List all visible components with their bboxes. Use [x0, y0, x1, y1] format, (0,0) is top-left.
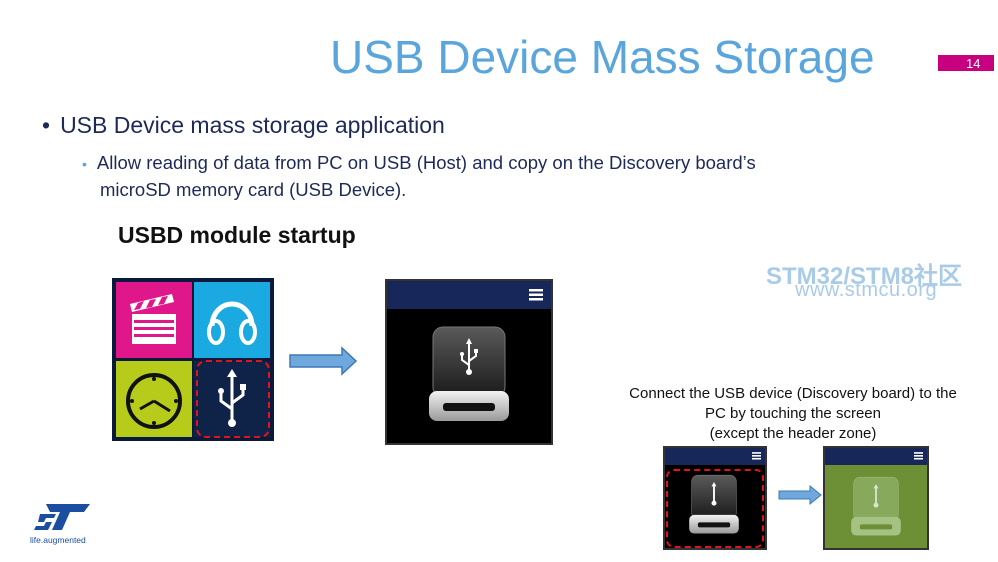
usb-device-screen[interactable]: [385, 279, 553, 445]
screen-header-small: [665, 448, 765, 465]
sub-bullet-dot: •: [82, 156, 87, 172]
watermark-title: STM32/STM8社区: [766, 263, 963, 290]
bullet-2-line-2: microSD memory card (USB Device).: [100, 179, 407, 200]
watermark-url: www.stmcu.org: [795, 279, 938, 301]
clock-tile[interactable]: [116, 361, 192, 437]
hamburger-menu-icon[interactable]: [914, 452, 923, 460]
section-heading: USBD module startup: [118, 222, 356, 248]
hamburger-menu-icon[interactable]: [529, 289, 543, 301]
screen-header-connected: [825, 448, 927, 465]
usb-connected-screen[interactable]: [823, 446, 929, 550]
selection-highlight: [196, 360, 270, 438]
audio-tile[interactable]: [194, 282, 270, 358]
page-number: 14: [966, 56, 981, 71]
usb-drive-icon: [689, 474, 739, 534]
caption-line-2: PC by touching the screen: [705, 405, 881, 422]
logo-tagline: life.augmented: [30, 535, 86, 545]
clock-icon: [126, 373, 182, 429]
headphones-icon: [207, 301, 257, 345]
bullet-level-2: • Allow reading of data from PC on USB (H…: [82, 150, 756, 202]
arrow-right-icon: [289, 346, 358, 376]
touch-zone-highlight: [666, 469, 764, 548]
movie-clapper-icon: [130, 294, 176, 344]
slide-title: USB Device Mass Storage: [330, 31, 875, 83]
caption: Connect the USB device (Discovery board)…: [605, 384, 981, 444]
hamburger-menu-icon[interactable]: [752, 452, 761, 460]
usb-drive-icon: [429, 326, 509, 421]
bullet-dot: •: [42, 112, 51, 138]
app-menu-grid: [112, 278, 274, 441]
screen-header: [387, 281, 551, 309]
movie-tile[interactable]: [116, 282, 192, 358]
usb-tile[interactable]: [194, 361, 270, 437]
page-number-bar: [938, 55, 994, 71]
bullet-level-1: • USB Device mass storage application: [42, 112, 445, 139]
bullet-2-line-1: Allow reading of data from PC on USB (Ho…: [96, 152, 756, 173]
usb-screen-small[interactable]: [663, 446, 767, 550]
caption-line-3: (except the header zone): [709, 425, 877, 442]
st-logo-icon: [34, 504, 90, 530]
bullet-1-text: USB Device mass storage application: [60, 112, 445, 138]
usb-icon: [218, 369, 246, 427]
arrow-right-icon: [778, 485, 822, 505]
usb-drive-icon: [851, 476, 901, 536]
caption-line-1: Connect the USB device (Discovery board)…: [629, 385, 957, 402]
